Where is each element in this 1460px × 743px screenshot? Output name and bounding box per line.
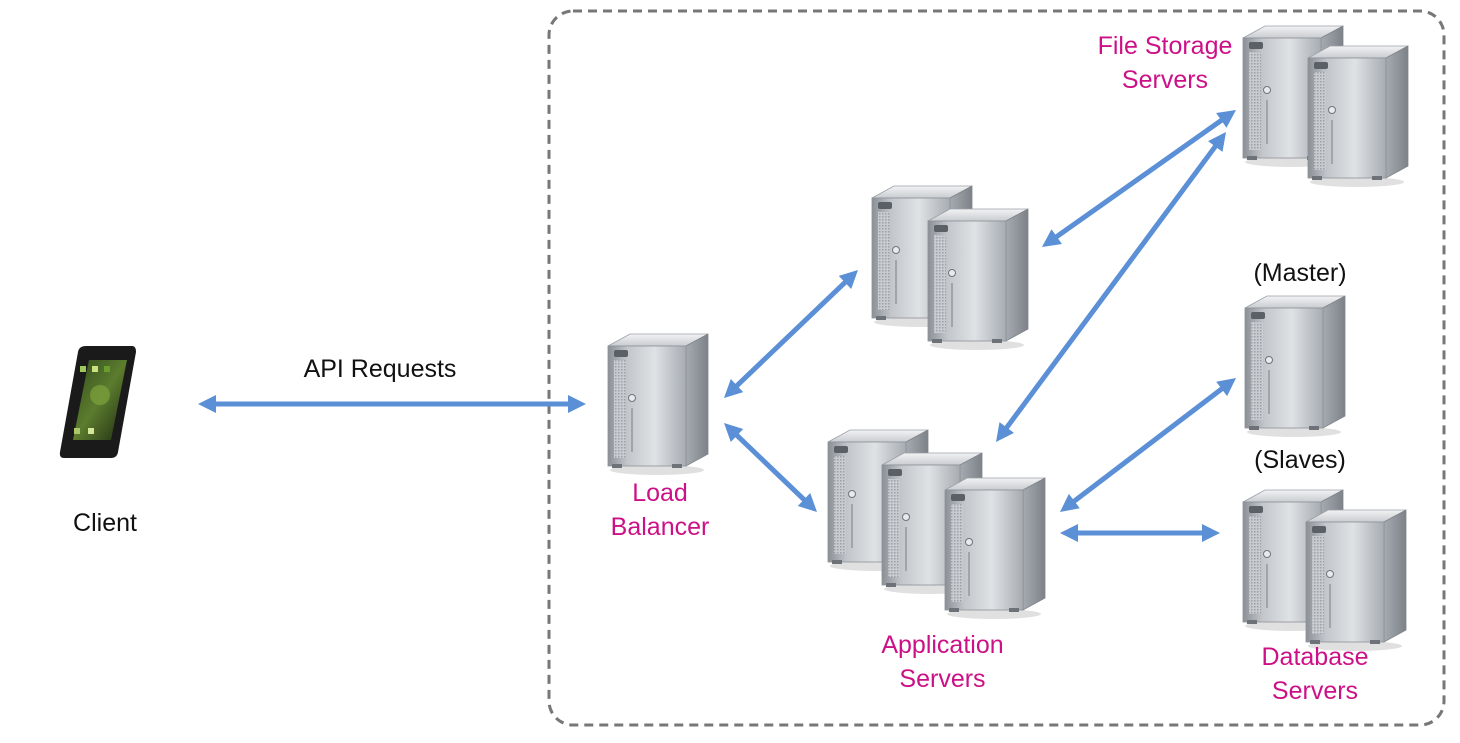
database-master-server-icon xyxy=(1244,295,1346,437)
database-slave-server-icon xyxy=(1305,509,1407,651)
application-servers-label-line1: Application xyxy=(881,631,1004,659)
file-storage-label-line1: File Storage xyxy=(1097,32,1233,60)
load-balancer-label-line1: Load xyxy=(632,479,688,507)
smartphone-icon xyxy=(59,346,137,458)
servers xyxy=(607,25,1409,651)
app-to-slaves-arrow xyxy=(1060,524,1220,542)
datacenter-boundary xyxy=(547,9,1446,727)
application-servers-label-line2: Servers xyxy=(899,665,986,693)
api-requests-label: API Requests xyxy=(303,355,457,383)
lb-to-server-arrow xyxy=(724,270,858,398)
load-balancer-label: Load Balancer xyxy=(590,476,730,544)
database-servers-label-line1: Database xyxy=(1261,643,1369,671)
database-servers-label: Database Servers xyxy=(1240,640,1390,708)
app-to-master-arrow xyxy=(1060,378,1236,512)
lb-to-app-arrow xyxy=(724,423,817,512)
file-storage-label-line2: Servers xyxy=(1121,66,1209,94)
application-servers-label: Application Servers xyxy=(860,628,1025,696)
server-icon xyxy=(927,208,1029,350)
load-balancer-label-line2: Balancer xyxy=(610,513,710,541)
server-to-storage-arrow xyxy=(1042,110,1236,247)
load-balancer-server-icon xyxy=(607,333,709,475)
file-storage-label: File Storage Servers xyxy=(1075,29,1255,97)
application-server-icon xyxy=(944,477,1046,619)
api-request-arrow xyxy=(198,395,586,413)
master-label: (Master) xyxy=(1253,259,1347,287)
app-to-storage-arrow xyxy=(996,132,1226,442)
arrows xyxy=(198,110,1236,542)
slaves-label: (Slaves) xyxy=(1254,446,1346,474)
client-label: Client xyxy=(73,509,137,537)
file-storage-server-icon xyxy=(1307,45,1409,187)
database-servers-label-line2: Servers xyxy=(1271,677,1359,705)
